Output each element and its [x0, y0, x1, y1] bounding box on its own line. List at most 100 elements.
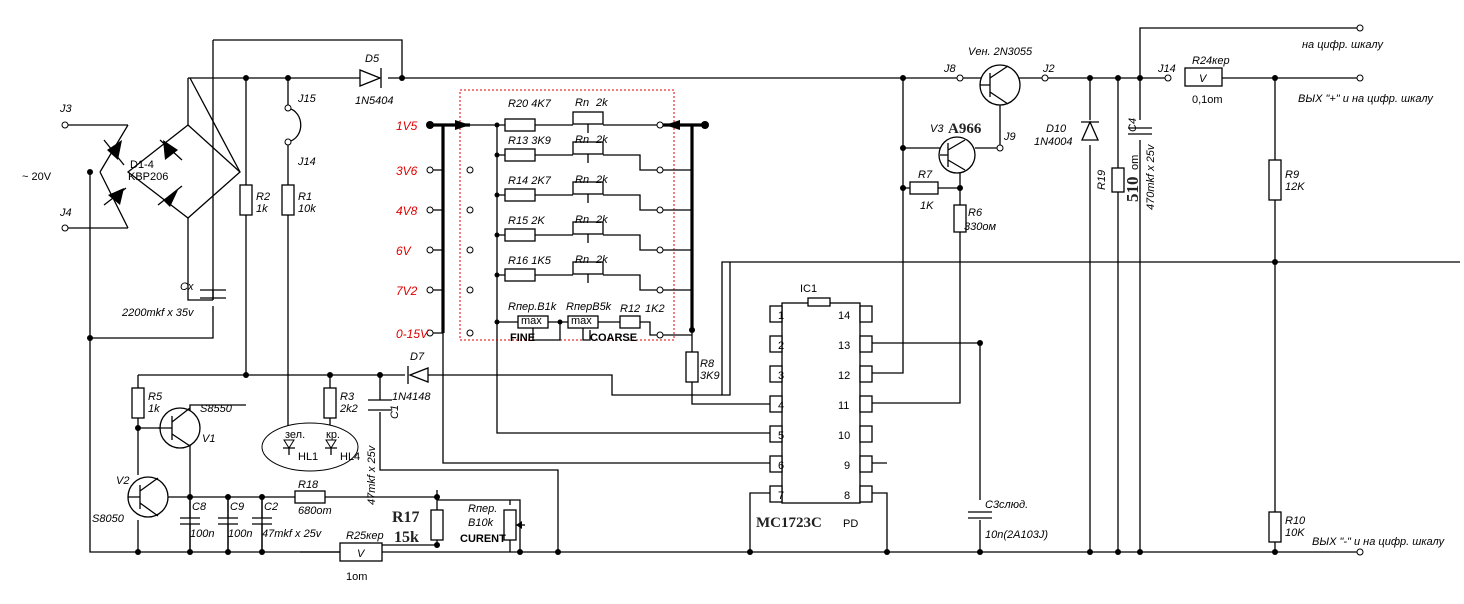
r5-label: R5	[148, 391, 163, 403]
j14b-label: J14	[1157, 63, 1176, 75]
ic-part-label: MC1723C	[756, 515, 822, 531]
hl1-label: HL1	[298, 451, 318, 463]
r10-value: 10K	[1285, 527, 1305, 539]
r12-label: R12	[620, 303, 640, 315]
r3-label: R3	[340, 391, 355, 403]
ven-label: Vен. 2N3055	[968, 46, 1033, 58]
d7-label: D7	[410, 351, 425, 363]
pin-label: 3	[778, 370, 784, 382]
r2-value: 1k	[256, 203, 268, 215]
rn-value-1: 2k	[595, 97, 608, 109]
r8-label: R8	[700, 358, 715, 370]
rn-label-2: Rn	[575, 134, 589, 146]
j15-label: J15	[297, 93, 317, 105]
c2-value: 47mkf x 25v	[262, 528, 323, 540]
pin-label: 10	[838, 430, 850, 442]
r1-label: R1	[298, 191, 312, 203]
c3-label: C3слюд.	[985, 499, 1028, 511]
text-labels: J3 J4 ~ 20V D1-4 KBP206 D5 1N5404 J15 J1…	[22, 39, 1446, 583]
c8-value: 100n	[190, 528, 214, 540]
ic-pin-numbers-left: 1 2 3 4 5 6 7	[778, 310, 784, 502]
c4-label: C4	[1127, 118, 1139, 132]
r19-unit: om	[1129, 155, 1141, 170]
range-1v5-label: 1V5	[396, 119, 418, 133]
out-minus-label: ВЫХ "-" и на цифр. шкалу	[1312, 536, 1446, 548]
r8-value: 3K9	[700, 370, 720, 382]
v3-label: V3	[930, 123, 944, 135]
hl1-color-label: зел.	[285, 429, 305, 441]
junctions	[87, 75, 1278, 555]
c3-value: 10n(2A103J)	[985, 529, 1048, 541]
pin-label: 11	[838, 400, 849, 412]
bridge-outline	[126, 124, 241, 219]
out-plus-label: ВЫХ "+" и на цифр. шкалу	[1298, 93, 1434, 105]
pin-label: 14	[838, 310, 850, 322]
d7-diode-icon	[408, 367, 429, 383]
ac-input-label: ~ 20V	[22, 171, 52, 183]
rn-value-5: 2k	[595, 254, 608, 266]
rper3-label: Rпер.	[468, 503, 497, 515]
c2-label: C2	[264, 501, 278, 513]
rper1-label: Rпер.B1k	[508, 301, 557, 313]
r17-label: R17	[392, 509, 420, 526]
d10-type-label: 1N4004	[1034, 136, 1073, 148]
range-3v6-label: 3V6	[396, 164, 418, 178]
r12-value: 1K2	[645, 303, 665, 315]
j14a-label: J14	[297, 156, 316, 168]
r24-label: R24кер	[1192, 55, 1230, 67]
out-minus-terminal	[1356, 548, 1364, 556]
curent-label: CURENT	[460, 533, 506, 545]
terminals	[61, 24, 1364, 556]
r1-value: 10k	[298, 203, 316, 215]
ic-pin-numbers-right: 14 13 12 11 10 9 8	[838, 310, 850, 502]
s8550-label: S8550	[200, 403, 233, 415]
r9-label: R9	[1285, 169, 1299, 181]
pin-label: 4	[778, 400, 784, 412]
pin-label: 7	[778, 490, 784, 502]
r7-label: R7	[918, 169, 933, 181]
r3-value: 2k2	[339, 403, 358, 415]
pin-label: 9	[844, 460, 850, 472]
out-scale-terminal	[1356, 24, 1364, 32]
range-7v2-label: 7V2	[396, 284, 418, 298]
r15-label: R15 2K	[508, 215, 545, 227]
rn-value-3: 2k	[595, 174, 608, 186]
r13-label: R13 3K9	[508, 135, 551, 147]
range-4v8-label: 4V8	[396, 204, 418, 218]
r2-label: R2	[256, 191, 270, 203]
pin-label: 5	[778, 430, 784, 442]
rn-label-4: Rn	[575, 214, 589, 226]
bridge-type-label: KBP206	[128, 171, 168, 183]
bridge-name-label: D1-4	[130, 159, 154, 171]
rn-value-2: 2k	[595, 134, 608, 146]
j8-label: J8	[943, 63, 957, 75]
rn-label-1: Rn	[575, 97, 589, 109]
d10-diode-icon	[1080, 120, 1100, 141]
r18-label: R18	[298, 479, 319, 491]
ic-suffix-label: PD	[843, 518, 858, 530]
ic1-label: IC1	[800, 283, 817, 295]
fine-label: FINE	[510, 332, 535, 344]
pin-label: 13	[838, 340, 850, 352]
c9-value: 100n	[228, 528, 252, 540]
ic-pins-left	[769, 305, 783, 503]
c9-label: C9	[230, 501, 244, 513]
r25-value: 1om	[346, 571, 367, 583]
out-plus-terminal	[1356, 74, 1364, 82]
r5-value: 1k	[148, 403, 160, 415]
hl4-label: HL4	[340, 451, 360, 463]
cx-label: Cx	[180, 281, 194, 293]
coarse-label: COARSE	[590, 332, 637, 344]
d5-type-label: 1N5404	[355, 95, 394, 107]
range-6v-label: 6V	[396, 244, 412, 258]
c8-label: C8	[192, 501, 207, 513]
cx-capacitor-icon	[200, 289, 226, 299]
j4-label: J4	[59, 207, 72, 219]
pin-label: 6	[778, 460, 784, 472]
max-label-1: max	[521, 315, 542, 327]
hl4-color-label: кр.	[326, 429, 340, 441]
r25-v-mark: V	[357, 548, 366, 560]
j2-label: J2	[1042, 63, 1055, 75]
ic1-body	[781, 302, 861, 504]
